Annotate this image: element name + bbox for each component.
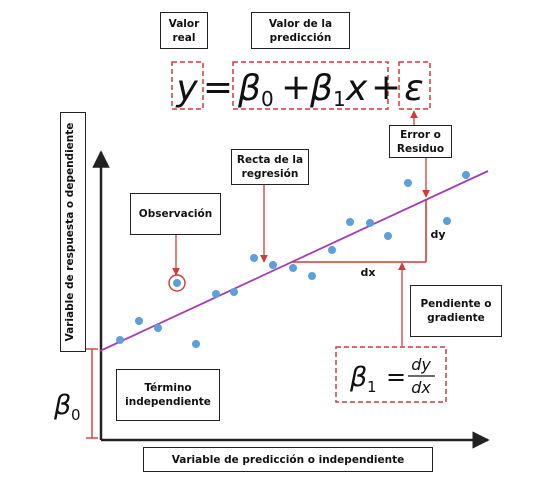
equation: y = β 0 + β 1 x + ε — [175, 67, 423, 111]
data-point — [404, 179, 412, 187]
eq-y: y — [175, 68, 198, 109]
observation-highlight — [168, 274, 186, 292]
eq-beta0: β — [237, 68, 261, 109]
termino-independiente-label: Término independiente — [116, 369, 220, 421]
data-point — [116, 336, 124, 344]
eq-beta1: β — [309, 68, 333, 109]
equation-boxes — [171, 61, 447, 403]
slope-triangle — [291, 199, 427, 263]
y-box — [171, 61, 204, 110]
dx-label: dx — [361, 266, 376, 279]
observacion-label: Observación — [130, 193, 221, 235]
slope-formula-box — [335, 346, 447, 403]
data-point — [269, 261, 277, 269]
data-point — [384, 232, 392, 240]
y-axis-label: Variable de respuesta o dependiente — [64, 123, 76, 342]
x-axis-label: Variable de predicción o independiente — [143, 447, 433, 472]
data-point — [346, 218, 354, 226]
eq-beta1-sub: 1 — [333, 87, 346, 111]
intercept-bracket — [86, 348, 98, 439]
slope-numerator: dy — [411, 355, 431, 374]
data-point — [462, 171, 470, 179]
data-point — [308, 272, 316, 280]
data-point — [289, 264, 297, 272]
y-axis-label-box — [60, 112, 86, 352]
intercept-beta: β — [53, 390, 71, 421]
regression-line — [99, 170, 489, 352]
eq-equals: = — [203, 67, 233, 108]
data-point — [154, 324, 162, 332]
data-points — [116, 171, 470, 348]
data-point — [173, 279, 181, 287]
error-residuo-label: Error o Residuo — [389, 125, 452, 158]
valor-real-label: Valor real — [160, 12, 208, 49]
valor-prediccion-label: Valor de la predicción — [251, 12, 350, 49]
slope-equals: = — [386, 363, 406, 391]
intercept-sub: 0 — [71, 406, 81, 424]
data-point — [250, 254, 258, 262]
slope-formula: β 1 = dy dx — [349, 355, 435, 397]
data-point — [328, 246, 336, 254]
data-point — [135, 317, 143, 325]
eq-x: x — [345, 68, 368, 109]
intercept-symbol: β 0 — [53, 390, 81, 424]
prediction-box — [232, 61, 389, 110]
data-point — [366, 219, 374, 227]
data-point — [192, 340, 200, 348]
data-point — [230, 288, 238, 296]
pendiente-label: Pendiente o gradiente — [410, 285, 502, 337]
dy-label: dy — [430, 228, 445, 241]
slope-beta: β — [349, 362, 367, 393]
epsilon-box — [398, 61, 431, 110]
slope-beta-sub: 1 — [367, 378, 377, 396]
data-point — [212, 290, 220, 298]
eq-plus2: + — [371, 67, 401, 108]
eq-beta0-sub: 0 — [261, 87, 274, 111]
eq-plus1: + — [281, 67, 311, 108]
data-point — [443, 217, 451, 225]
eq-epsilon: ε — [404, 68, 423, 109]
recta-regresion-label: Recta de la regresión — [231, 149, 309, 185]
slope-denominator: dx — [411, 378, 431, 397]
